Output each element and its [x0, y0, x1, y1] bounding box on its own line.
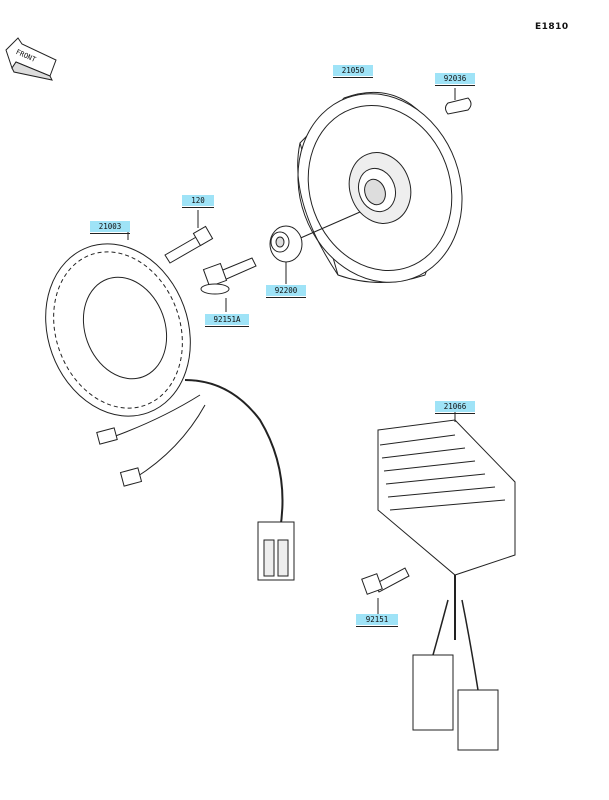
part-label-washer[interactable]: 92200: [266, 285, 306, 298]
part-label-regulator-bolt[interactable]: 92151: [356, 614, 398, 627]
front-arrow-icon: FRONT: [5, 37, 57, 81]
part-label-stator[interactable]: 21003: [90, 221, 130, 234]
part-label-key[interactable]: 92036: [435, 73, 475, 86]
stator-part: [45, 228, 191, 417]
part-label-flywheel[interactable]: 21050: [333, 65, 373, 78]
key-part: [445, 97, 472, 115]
washer-part: [269, 225, 303, 284]
flywheel-rotor: [295, 91, 463, 283]
bolt-120-part: [164, 210, 214, 264]
regulator-part: [377, 412, 516, 751]
regulator-bolt-part: [361, 567, 410, 614]
flange-bolt-part: [200, 257, 257, 312]
part-label-bolt-120[interactable]: 120: [182, 195, 214, 208]
part-label-regulator[interactable]: 21066: [435, 401, 475, 414]
part-label-flange-bolt[interactable]: 92151A: [205, 314, 249, 327]
stator-harness: [96, 379, 295, 581]
diagram-code: E1810: [535, 22, 569, 32]
